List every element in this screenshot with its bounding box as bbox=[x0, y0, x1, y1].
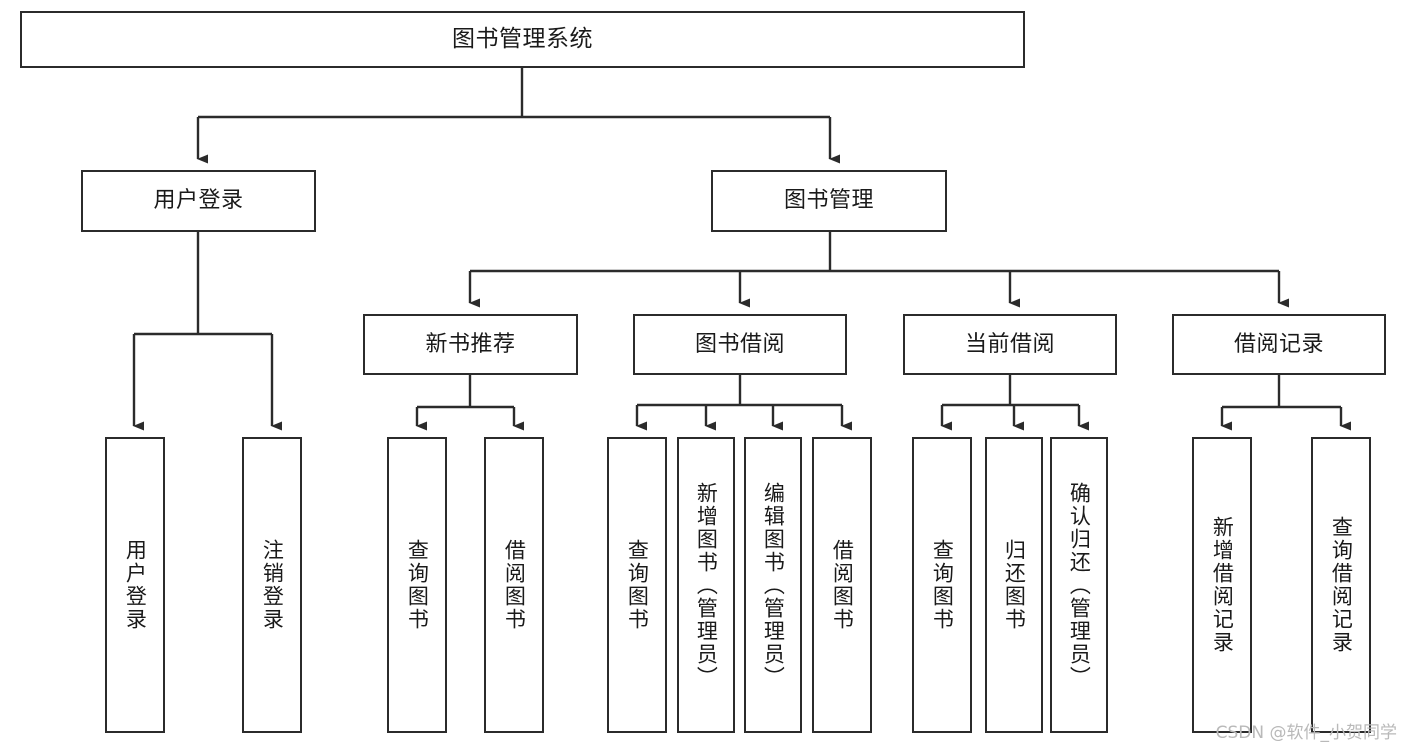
node-label-leaf-logout: 注销登录 bbox=[260, 539, 285, 631]
node-label-leaf-cur-confirm: 确认归还（管理员） bbox=[1067, 481, 1092, 689]
node-label-leaf-borrow-add: 新增图书（管理员） bbox=[694, 481, 719, 689]
node-label-borrow-record: 借阅记录 bbox=[1233, 331, 1324, 357]
node-box-leaf-borrow-edit[interactable]: 编辑图书（管理员） bbox=[744, 437, 802, 733]
node-box-root[interactable]: 图书管理系统 bbox=[20, 11, 1025, 68]
node-label-leaf-user-login: 用户登录 bbox=[123, 539, 148, 631]
node-box-new-book-rec[interactable]: 新书推荐 bbox=[363, 314, 578, 375]
node-box-leaf-cur-return[interactable]: 归还图书 bbox=[985, 437, 1043, 733]
node-label-leaf-borrow-edit: 编辑图书（管理员） bbox=[761, 481, 786, 689]
node-box-leaf-borrow-do[interactable]: 借阅图书 bbox=[812, 437, 872, 733]
node-box-leaf-user-login[interactable]: 用户登录 bbox=[105, 437, 165, 733]
node-box-book-manage[interactable]: 图书管理 bbox=[711, 170, 947, 232]
node-box-current-borrow[interactable]: 当前借阅 bbox=[903, 314, 1117, 375]
node-label-root: 图书管理系统 bbox=[452, 26, 593, 53]
node-box-leaf-borrow-add[interactable]: 新增图书（管理员） bbox=[677, 437, 735, 733]
node-label-new-book-rec: 新书推荐 bbox=[425, 331, 516, 357]
node-box-leaf-rec-query[interactable]: 查询图书 bbox=[387, 437, 447, 733]
node-label-leaf-rec-borrow: 借阅图书 bbox=[502, 539, 527, 631]
node-box-borrow-record[interactable]: 借阅记录 bbox=[1172, 314, 1386, 375]
node-box-leaf-rec-add[interactable]: 新增借阅记录 bbox=[1192, 437, 1252, 733]
node-box-user-login[interactable]: 用户登录 bbox=[81, 170, 316, 232]
node-box-leaf-rec-borrow[interactable]: 借阅图书 bbox=[484, 437, 544, 733]
node-label-leaf-cur-query: 查询图书 bbox=[930, 539, 955, 631]
node-label-leaf-rec-query2: 查询借阅记录 bbox=[1329, 516, 1354, 654]
connector-lines bbox=[132, 68, 1351, 431]
node-label-leaf-rec-add: 新增借阅记录 bbox=[1210, 516, 1235, 654]
node-label-current-borrow: 当前借阅 bbox=[964, 331, 1055, 357]
node-box-leaf-borrow-query[interactable]: 查询图书 bbox=[607, 437, 667, 733]
node-box-leaf-cur-query[interactable]: 查询图书 bbox=[912, 437, 972, 733]
node-label-book-borrow: 图书借阅 bbox=[694, 331, 785, 357]
node-label-book-manage: 图书管理 bbox=[783, 188, 874, 214]
node-box-leaf-logout[interactable]: 注销登录 bbox=[242, 437, 302, 733]
node-label-leaf-borrow-query: 查询图书 bbox=[625, 539, 650, 631]
node-box-leaf-rec-query2[interactable]: 查询借阅记录 bbox=[1311, 437, 1371, 733]
node-box-leaf-cur-confirm[interactable]: 确认归还（管理员） bbox=[1050, 437, 1108, 733]
node-label-leaf-borrow-do: 借阅图书 bbox=[830, 539, 855, 631]
node-box-book-borrow[interactable]: 图书借阅 bbox=[633, 314, 847, 375]
node-label-leaf-rec-query: 查询图书 bbox=[405, 539, 430, 631]
node-label-leaf-cur-return: 归还图书 bbox=[1002, 539, 1027, 631]
node-label-user-login: 用户登录 bbox=[153, 188, 244, 214]
